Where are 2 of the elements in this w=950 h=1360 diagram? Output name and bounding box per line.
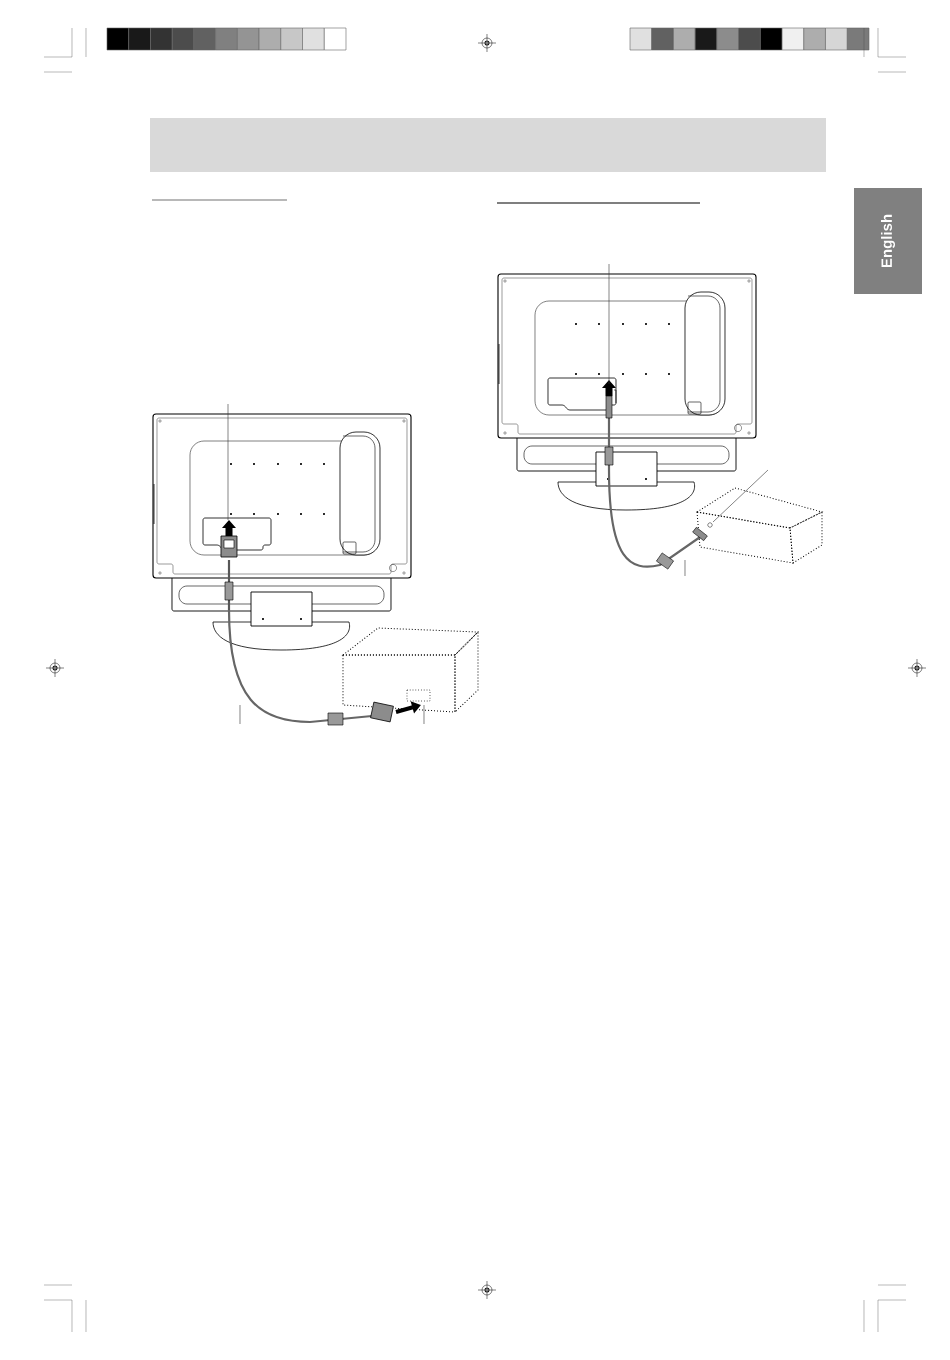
heading-band bbox=[150, 118, 826, 172]
language-tab: English bbox=[854, 188, 922, 294]
